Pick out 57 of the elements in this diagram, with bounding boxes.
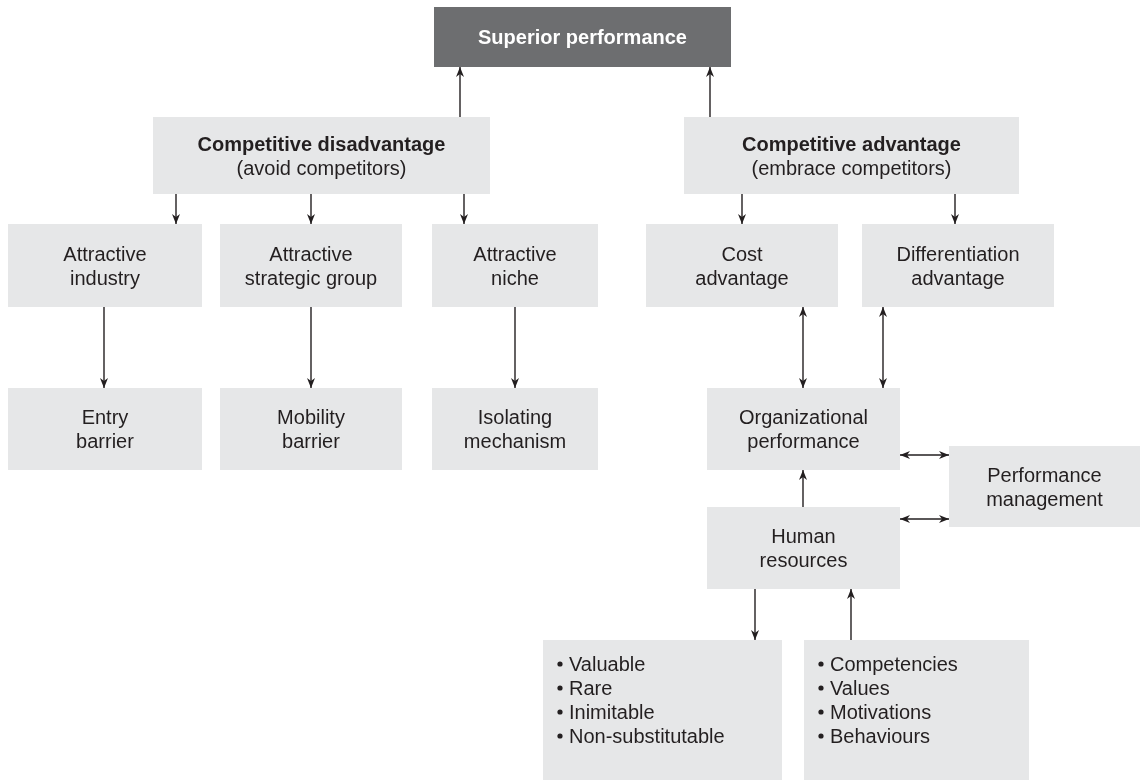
node-text: Cost advantage (694, 241, 790, 290)
node-text: Entry barrier (75, 405, 135, 453)
concept-box (8, 388, 202, 470)
concept-box (707, 388, 900, 470)
arrow (456, 66, 464, 118)
arrow (100, 306, 108, 389)
list-item: Non-substitutable (569, 724, 725, 748)
arrow (951, 193, 959, 225)
arrow (511, 306, 519, 389)
arrow (172, 193, 180, 225)
concept-box (432, 388, 598, 470)
concept-box (949, 446, 1140, 527)
list-item: Competencies (830, 652, 958, 676)
strategy-box (153, 117, 490, 194)
concept-box (432, 224, 598, 307)
list-item: Rare (569, 676, 613, 700)
list-item: Valuable (569, 652, 646, 676)
result-box (434, 7, 731, 67)
concept-box (862, 224, 1054, 307)
arrow (751, 588, 759, 641)
arrow (460, 193, 468, 225)
node-text: Attractive niche (472, 241, 558, 290)
arrow (899, 515, 950, 523)
concept-box (707, 507, 900, 589)
node-text: Human resources (758, 524, 849, 572)
concept-box (646, 224, 838, 307)
list-item: Inimitable (569, 700, 655, 724)
arrow (706, 66, 714, 118)
list-item: Values (830, 676, 890, 700)
node-text: Attractive industry (62, 241, 148, 290)
list-item: Behaviours (830, 724, 931, 748)
node-text: Competitive advantage (742, 131, 961, 156)
arrow (799, 306, 807, 389)
concept-box (220, 224, 402, 307)
arrow (899, 451, 950, 459)
node-text: Isolating mechanism (462, 405, 568, 453)
arrow (738, 193, 746, 225)
node-text: (avoid competitors) (236, 155, 407, 180)
node-text: Performance management (985, 462, 1104, 511)
node-text: Superior performance (478, 25, 687, 49)
strategy-box (684, 117, 1019, 194)
concept-box (8, 224, 202, 307)
node-text: Differentiation advantage (895, 241, 1021, 290)
list-box (543, 640, 782, 780)
arrow (879, 306, 887, 389)
arrow (307, 306, 315, 389)
list-item: Motivations (830, 700, 932, 724)
node-text: Organizational performance (738, 405, 869, 453)
arrow (847, 588, 855, 641)
list-box (804, 640, 1029, 780)
concept-box (220, 388, 402, 470)
node-text: Attractive strategic group (243, 241, 379, 290)
arrow (799, 469, 807, 508)
node-text: Mobility barrier (276, 405, 346, 453)
node-text: Competitive disadvantage (197, 131, 446, 156)
node-text: (embrace competitors) (751, 155, 952, 180)
arrow (307, 193, 315, 225)
